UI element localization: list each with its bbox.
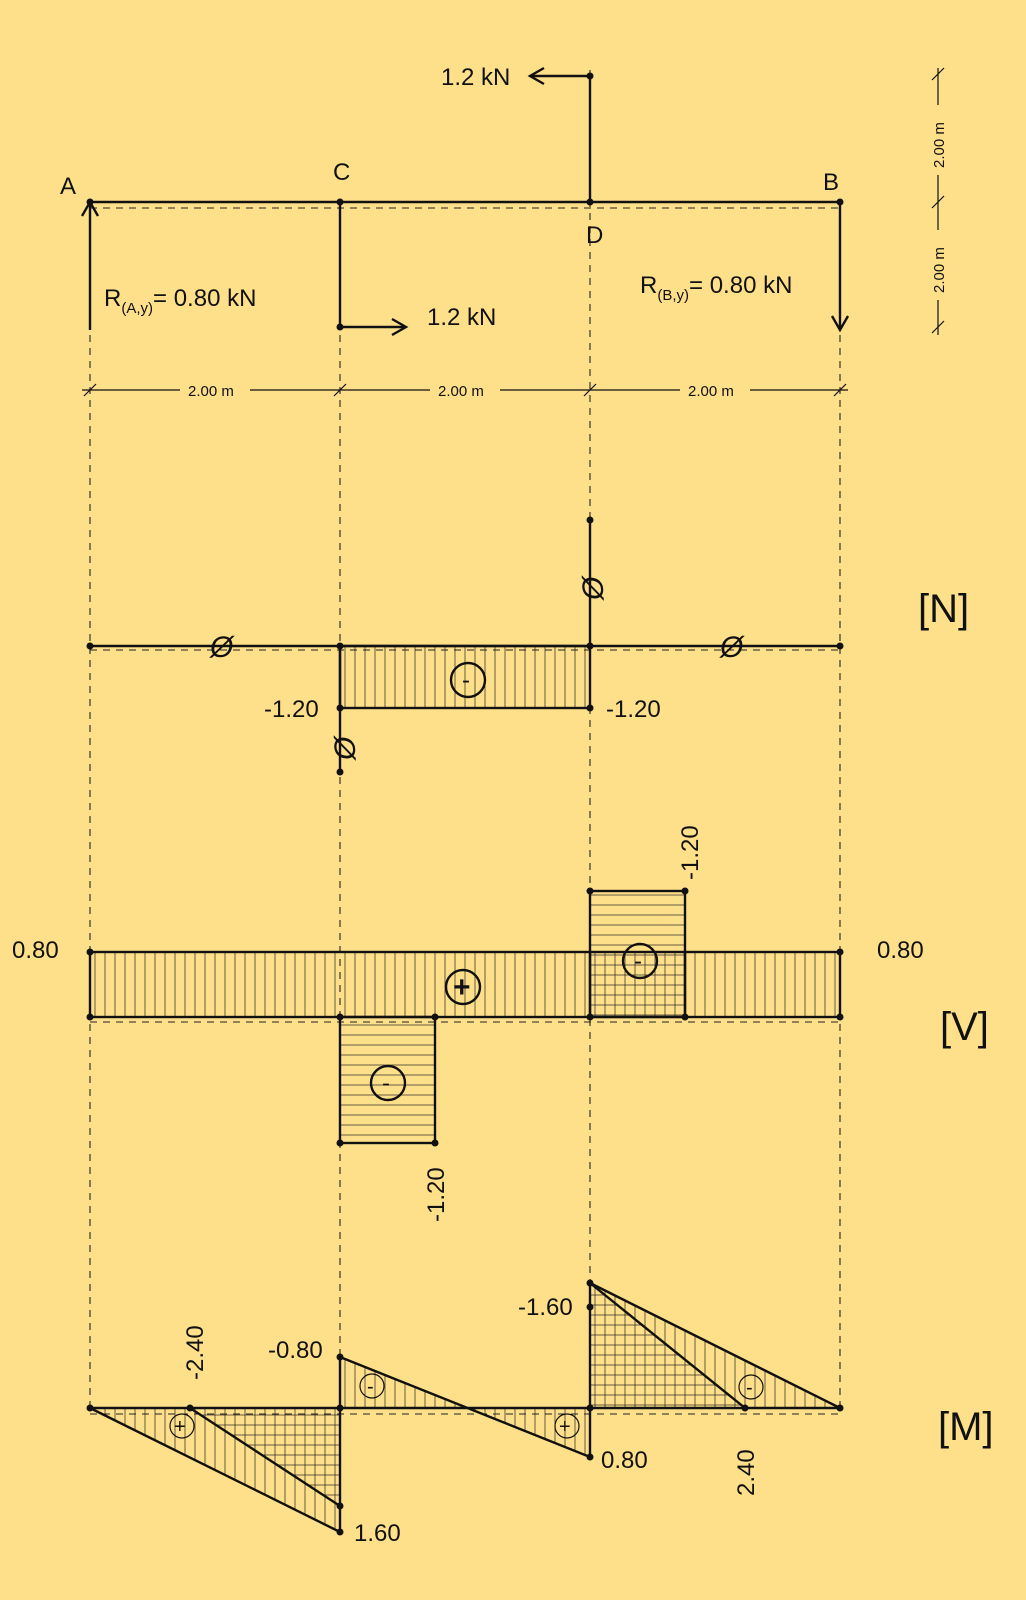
zero-symbol-3: Ø [577,575,610,601]
moment-value-b: -0.80 [268,1337,323,1364]
reaction-a-label: R(A,y)= 0.80 kN [104,285,256,317]
span-dim-1: 2.00 m [188,383,234,400]
moment-sign-4: - [746,1377,753,1399]
normal-force-diagram: - Ø Ø Ø Ø -1.20 -1.20 [N] [86,516,969,776]
moment-value-a: -2.40 [182,1325,209,1380]
force-bottom-label: 1.2 kN [427,304,496,331]
structure: 1.2 kN 1.2 kN A C D B R(A,y)= 0.80 kN R(… [60,64,850,337]
height-dimensions: 2.00 m 2.00 m [928,67,948,335]
shear-title: [V] [940,1005,989,1049]
zero-symbol-2: Ø [719,631,745,664]
height-dim-2: 2.00 m [931,247,948,293]
guide-lines [89,70,841,1530]
point-b-label: B [823,169,839,196]
moment-sign-3: + [559,1416,571,1438]
point-d-label: D [586,222,603,249]
point-a-label: A [60,173,76,200]
zero-symbol-4: Ø [329,735,362,761]
normal-value-right: -1.20 [606,696,661,723]
shear-sign-upper: - [634,948,642,975]
shear-value-top: -1.20 [677,825,704,880]
normal-sign: - [462,667,470,694]
shear-value-left: 0.80 [12,937,59,964]
shear-value-right: 0.80 [877,937,924,964]
moment-sign-2: - [367,1376,374,1398]
normal-title: [N] [918,587,969,631]
bending-moment-diagram: + - + - -2.40 -0.80 1.60 -1.60 0.80 2.40… [86,1279,994,1547]
shear-sign-lower: - [382,1070,390,1097]
reaction-b-label: R(B,y)= 0.80 kN [640,272,792,304]
moment-value-e: 0.80 [601,1447,648,1474]
shear-sign-main: + [453,971,471,1004]
moment-value-d: -1.60 [518,1294,573,1321]
shear-value-bottom: -1.20 [423,1167,450,1222]
force-top-label: 1.2 kN [441,64,510,91]
moment-value-c: 1.60 [354,1520,401,1547]
shear-force-diagram: + - - 0.80 0.80 -1.20 -1.20 [V] [12,825,989,1222]
point-c-label: C [333,159,350,186]
span-dim-2: 2.00 m [438,383,484,400]
moment-title: [M] [938,1405,994,1449]
span-dimensions: 2.00 m 2.00 m 2.00 m [82,380,848,400]
zero-symbol-1: Ø [209,631,235,664]
normal-value-left: -1.20 [264,696,319,723]
moment-sign-1: + [174,1416,186,1438]
height-dim-1: 2.00 m [931,122,948,168]
moment-value-f: 2.40 [733,1449,760,1496]
span-dim-3: 2.00 m [688,383,734,400]
